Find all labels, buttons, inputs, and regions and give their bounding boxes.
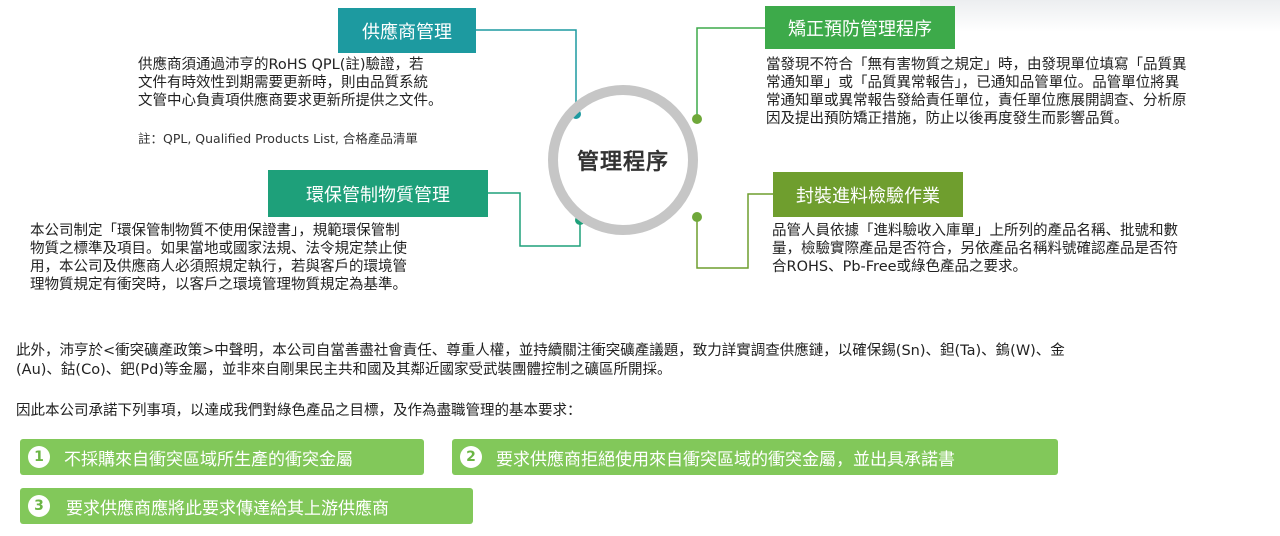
header-gradient [920, 0, 1280, 32]
corrective-line: 當發現不符合「無有害物質之規定」時，由發現單位填寫「品質異 [766, 57, 1187, 73]
connector-corrective [696, 27, 765, 119]
connector-supplier [476, 29, 577, 114]
environment-line: 本公司制定「環保管制物質不使用保證書」，規範環保管制 [30, 223, 400, 239]
qpl-footnote: 註：QPL, Qualified Products List, 合格產品清單 [138, 131, 418, 146]
statement-line: (Au)、鈷(Co)、鈀(Pd)等金屬，並非來自剛果民主共和國及其鄰近國家受武裝… [16, 362, 672, 378]
commitment-item-1: 1 不採購來自衝突區域所生產的衝突金屬 [20, 439, 424, 475]
commitment-text: 要求供應商應將此要求傳達給其上游供應商 [66, 498, 389, 519]
ring-title: 管理程序 [576, 150, 669, 175]
connector-dot-incoming [692, 212, 702, 222]
supplier-management-label: 供應商管理 [338, 8, 476, 53]
corrective-line: 常通知單」或「品質異常報告」，已通知品管單位。品管單位將異 [766, 75, 1180, 91]
incoming-line: 合ROHS、Pb-Free或綠色產品之要求。 [772, 259, 1028, 275]
commitment-text: 不採購來自衝突區域所生產的衝突金屬 [64, 449, 353, 470]
incoming-inspection-label: 封裝進料檢驗作業 [773, 172, 963, 217]
number-badge: 2 [460, 446, 482, 468]
connector-incoming [696, 193, 773, 269]
number-badge: 3 [28, 495, 50, 517]
incoming-line: 品管人員依據「進料驗收入庫單」上所列的產品名稱、批號和數 [772, 223, 1178, 239]
commitment-intro: 因此本公司承諾下列事項，以達成我們對綠色產品之目標，及作為盡職管理的基本要求： [16, 403, 582, 419]
connector-dot-corrective [692, 114, 702, 124]
incoming-inspection-desc: 品管人員依據「進料驗收入庫單」上所列的產品名稱、批號和數 量，檢驗實際產品是否符… [772, 222, 1272, 276]
statement-line: 此外，沛亨於<衝突礦產政策>中聲明，本公司自當善盡社會責任、尊重人權，並持續關注… [16, 343, 1065, 359]
number-badge: 1 [28, 446, 50, 468]
environment-line: 理物質規定有衝突時，以客戶之環境管理物質規定為基準。 [30, 277, 407, 293]
supplier-line: 文件有時效性到期需要更新時，則由品質系統 [138, 75, 428, 91]
corrective-preventive-desc: 當發現不符合「無有害物質之規定」時，由發現單位填寫「品質異 常通知單」或「品質異… [766, 56, 1276, 128]
conflict-minerals-statement: 此外，沛亨於<衝突礦產政策>中聲明，本公司自當善盡社會責任、尊重人權，並持續關注… [16, 342, 1266, 380]
supplier-line: 文管中心負責項供應商要求更新所提供之文件。 [138, 93, 443, 109]
commitment-item-2: 2 要求供應商拒絕使用來自衝突區域的衝突金屬，並出具承諾書 [452, 439, 1058, 475]
environment-management-desc: 本公司制定「環保管制物質不使用保證書」，規範環保管制 物質之標準及項目。如果當地… [30, 222, 500, 294]
environment-line: 物質之標準及項目。如果當地或國家法規、法令規定禁止使 [30, 241, 407, 257]
environment-line: 用，本公司及供應商人必須照規定執行，若與客戶的環境管 [30, 259, 407, 275]
supplier-management-desc: 供應商須通過沛亨的RoHS QPL(註)驗證，若 文件有時效性到期需要更新時，則… [138, 56, 538, 110]
corrective-preventive-label: 矯正預防管理程序 [765, 6, 955, 49]
commitment-text: 要求供應商拒絕使用來自衝突區域的衝突金屬，並出具承諾書 [496, 449, 955, 470]
corrective-line: 常通知單或異常報告發給責任單位，責任單位應展開調查、分析原 [766, 93, 1187, 109]
connector-environment [488, 192, 581, 247]
incoming-line: 量，檢驗實際產品是否符合，另依產品名稱料號確認產品是否符 [772, 241, 1178, 257]
commitment-item-3: 3 要求供應商應將此要求傳達給其上游供應商 [20, 488, 473, 524]
supplier-line: 供應商須通過沛亨的RoHS QPL(註)驗證，若 [138, 57, 424, 73]
corrective-line: 因及提出預防矯正措施，防止以後再度發生而影響品質。 [766, 111, 1129, 127]
environment-management-label: 環保管制物質管理 [268, 170, 488, 217]
management-ring: 管理程序 [548, 85, 698, 235]
